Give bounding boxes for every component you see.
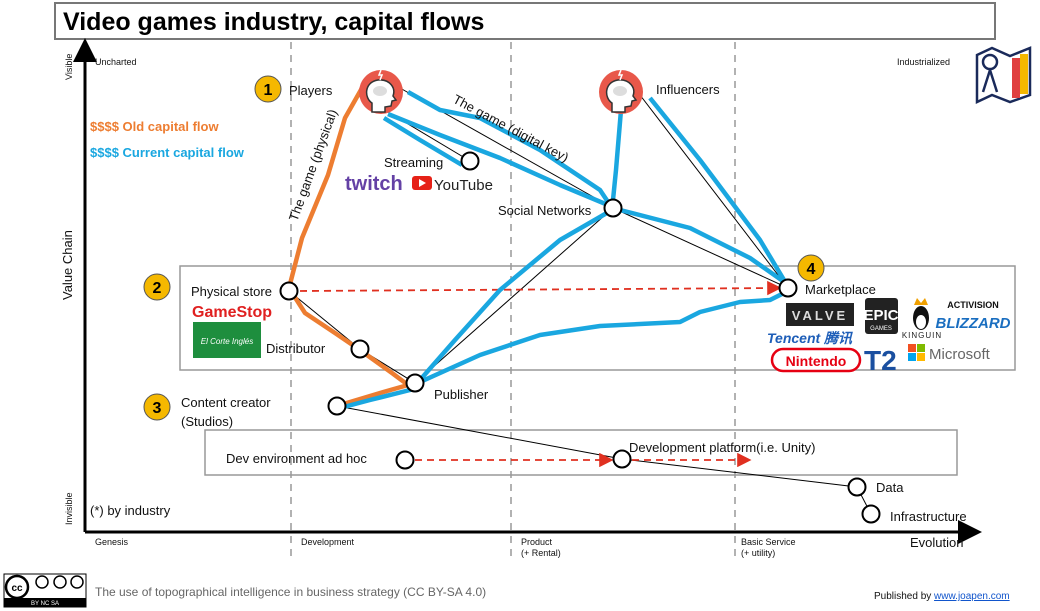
badge-3: 3 <box>143 393 171 421</box>
label-studios: (Studios) <box>181 414 233 429</box>
node-social-networks[interactable] <box>603 198 623 218</box>
label-marketplace: Marketplace <box>805 282 876 297</box>
label-players: Players <box>289 83 333 98</box>
map-icon <box>975 46 1032 104</box>
badge-2: 2 <box>143 273 171 301</box>
stage-product-sub: (+ Rental) <box>521 548 561 558</box>
label-content-creator: Content creator <box>181 395 271 410</box>
svg-text:1: 1 <box>264 82 273 99</box>
old-capital-flow-path <box>286 86 411 408</box>
title-box <box>54 2 996 40</box>
license-text: The use of topographical intelligence in… <box>95 585 486 599</box>
node-publisher[interactable] <box>405 373 425 393</box>
node-data[interactable] <box>847 477 867 497</box>
label-influencers: Influencers <box>656 82 720 97</box>
published-by: Published by www.joapen.com <box>874 591 1010 602</box>
svg-text:2: 2 <box>153 280 162 297</box>
twitch-logo: twitch <box>345 173 403 195</box>
label-dev-environment: Dev environment ad hoc <box>226 451 367 466</box>
label-social-networks: Social Networks <box>498 203 592 218</box>
svg-text:Nintendo: Nintendo <box>786 353 847 369</box>
legend-old-flow: $$$$ Old capital flow <box>90 119 219 134</box>
node-marketplace[interactable] <box>778 278 798 298</box>
label-uncharted: Uncharted <box>95 57 137 67</box>
node-physical-store[interactable] <box>279 281 299 301</box>
tencent-logo: Tencent 腾讯 <box>767 330 853 346</box>
svg-text:El Corte Inglés: El Corte Inglés <box>201 337 253 346</box>
influencers-head-icon <box>599 69 643 114</box>
component-nodes <box>279 151 881 524</box>
valve-logo: VALVE <box>786 303 854 326</box>
label-distributor: Distributor <box>266 341 326 356</box>
distribution-group-box <box>179 265 1016 371</box>
node-dev-environment[interactable] <box>395 450 415 470</box>
label-physical-store: Physical store <box>191 284 272 299</box>
svg-text:4: 4 <box>807 261 816 278</box>
label-industrialized: Industrialized <box>897 57 950 67</box>
legend-current-flow: $$$$ Current capital flow <box>90 145 245 160</box>
label-infrastructure: Infrastructure <box>890 509 967 524</box>
gamestop-logo: GameStop <box>192 304 272 321</box>
svg-text:EPIC: EPIC <box>863 307 898 324</box>
stage-product: Product <box>521 537 553 547</box>
page-title: Video games industry, capital flows <box>63 8 484 36</box>
label-streaming: Streaming <box>384 155 443 170</box>
stage-basic-service-sub: (+ utility) <box>741 548 775 558</box>
take-two-logo: T2 <box>864 345 897 376</box>
badge-1: 1 <box>254 75 282 103</box>
microsoft-logo: Microsoft <box>908 344 991 363</box>
svg-text:3: 3 <box>153 400 162 417</box>
label-dev-platform: Development platform(i.e. Unity) <box>629 440 815 455</box>
kinguin-logo: KINGUIN <box>902 298 942 340</box>
evolution-arrows <box>299 280 782 468</box>
svg-text:ACTIVISION: ACTIVISION <box>947 300 999 310</box>
svg-text:VALVE: VALVE <box>792 308 848 323</box>
axis-invisible: Invisible <box>64 492 74 525</box>
svg-text:BY NC SA: BY NC SA <box>31 601 59 607</box>
epic-games-logo: EPIC GAMES <box>863 298 899 334</box>
published-by-label: Published by <box>874 591 934 602</box>
node-dev-platform[interactable] <box>612 449 632 469</box>
stage-basic-service: Basic Service <box>741 537 796 547</box>
label-data: Data <box>876 480 904 495</box>
badge-4: 4 <box>797 254 825 282</box>
svg-text:BLIZZARD: BLIZZARD <box>936 315 1011 332</box>
node-content-creator[interactable] <box>327 396 347 416</box>
svg-text:cc: cc <box>11 583 23 594</box>
label-publisher: Publisher <box>434 387 489 402</box>
stage-development: Development <box>301 537 355 547</box>
players-head-icon <box>359 69 403 114</box>
axis-visible: Visible <box>64 54 74 80</box>
youtube-logo: YouTube <box>412 176 493 194</box>
node-streaming[interactable] <box>460 151 480 171</box>
activision-blizzard-logo: ACTIVISION BLIZZARD <box>936 300 1011 332</box>
svg-text:GAMES: GAMES <box>870 326 892 332</box>
creative-commons-icon: cc BY NC SA <box>3 573 87 608</box>
node-distributor[interactable] <box>350 339 370 359</box>
note-by-industry: (*) by industry <box>90 503 171 518</box>
svg-text:KINGUIN: KINGUIN <box>902 331 942 340</box>
elcorteingles-logo: El Corte Inglés <box>193 322 261 358</box>
svg-text:Microsoft: Microsoft <box>929 346 991 363</box>
website-link[interactable]: www.joapen.com <box>933 591 1010 602</box>
axis-value-chain: Value Chain <box>60 230 75 300</box>
svg-text:YouTube: YouTube <box>434 177 493 194</box>
axis-evolution: Evolution <box>910 535 963 550</box>
development-group-box <box>204 429 958 476</box>
stage-genesis: Genesis <box>95 537 129 547</box>
node-infrastructure[interactable] <box>861 504 881 524</box>
nintendo-logo: Nintendo <box>770 347 862 373</box>
